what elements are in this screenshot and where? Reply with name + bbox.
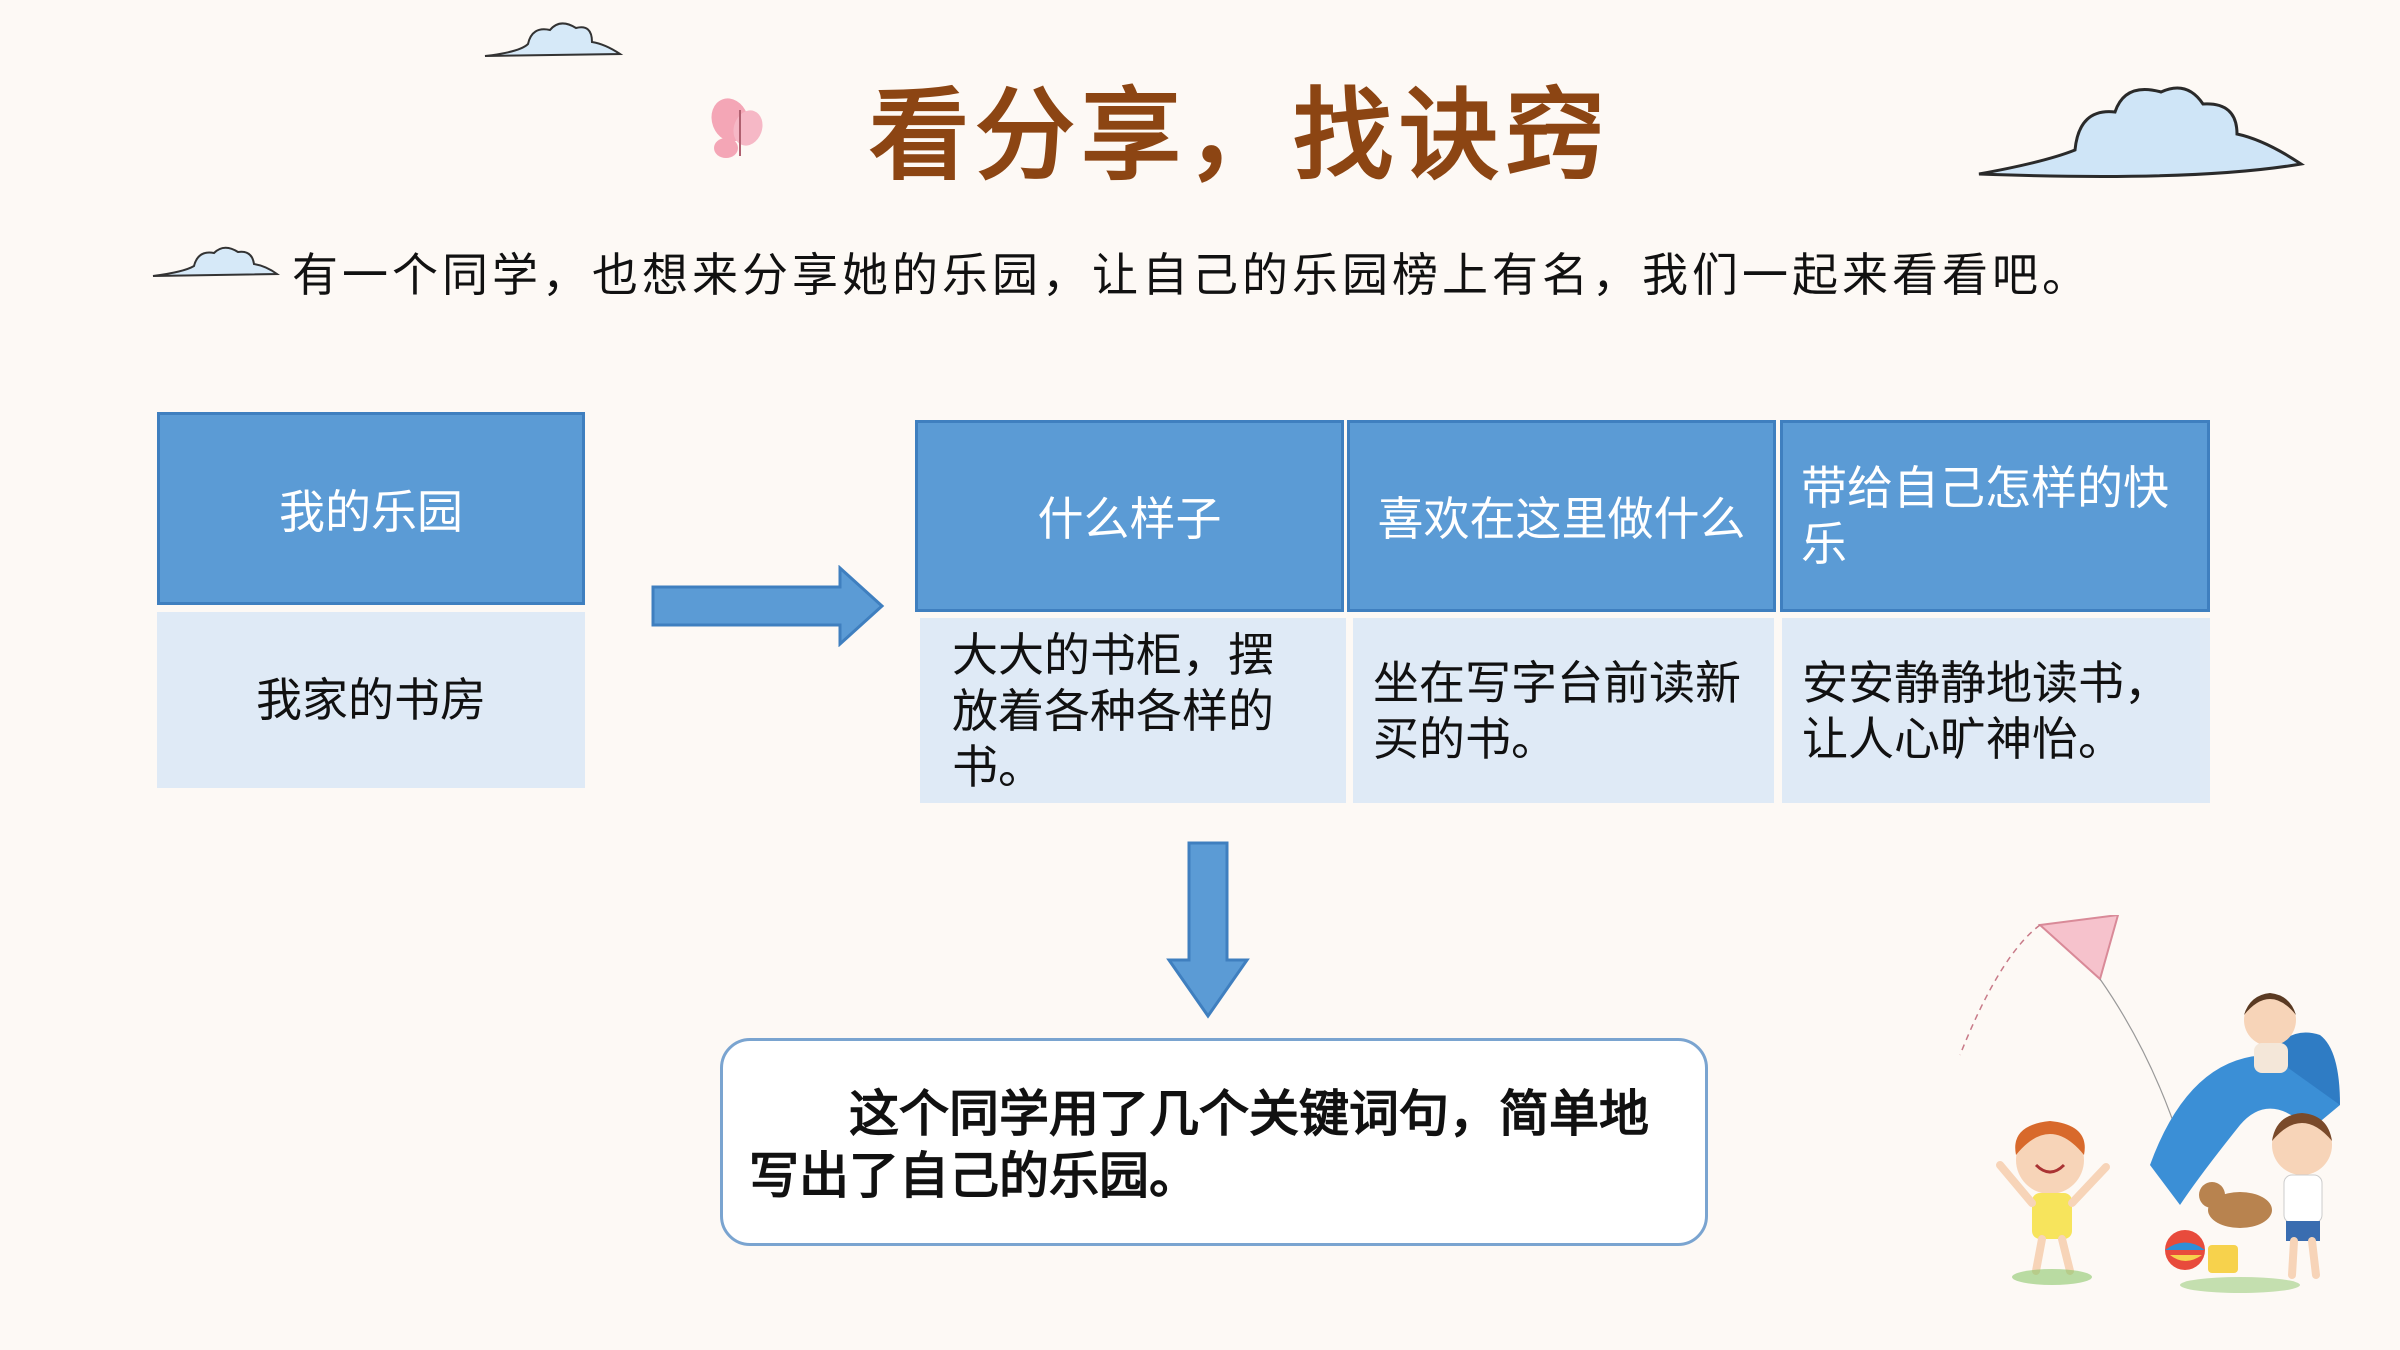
arrow-right-icon [651,565,885,647]
right-table-header-2: 喜欢在这里做什么 [1347,420,1776,612]
arrow-down-icon [1166,841,1250,1019]
right-table-value-2: 坐在写字台前读新买的书。 [1353,618,1774,803]
right-table-value-3: 安安静静地读书，让人心旷神怡。 [1782,618,2210,803]
cloud-icon [1978,86,2305,178]
cloud-icon [152,246,280,277]
right-table-header-1: 什么样子 [915,420,1344,612]
right-table-value-1: 大大的书柜，摆放着各种各样的书。 [920,618,1346,803]
kids-playing-illustration [1959,915,2340,1293]
summary-box: 这个同学用了几个关键词句，简单地写出了自己的乐园。 [720,1038,1708,1246]
intro-text: 有一个同学，也想来分享她的乐园，让自己的乐园榜上有名，我们一起来看看吧。 [292,248,2092,302]
left-table-value: 我家的书房 [157,612,585,788]
left-table-header: 我的乐园 [157,412,585,605]
cloud-icon [484,22,624,57]
page-title: 看分享，找诀窍 [869,76,1611,194]
right-table-header-3: 带给自己怎样的快乐 [1780,420,2210,612]
butterfly-icon [711,98,763,158]
